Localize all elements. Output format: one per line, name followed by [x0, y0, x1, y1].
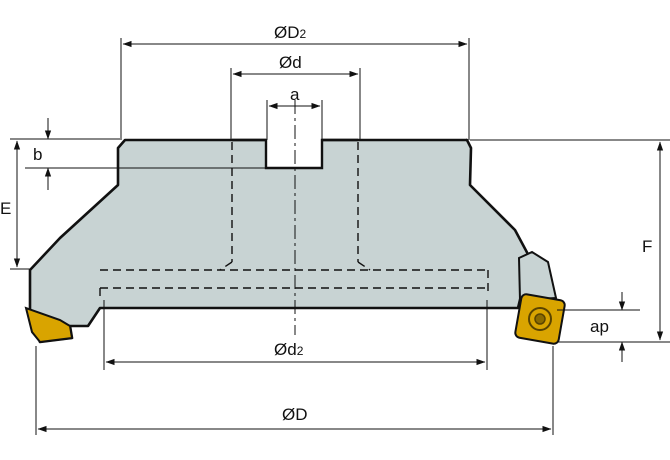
extension-lines	[10, 38, 670, 435]
label-a: a	[290, 85, 300, 104]
label-D: ØD	[282, 405, 308, 424]
cutter-body	[28, 138, 532, 344]
square-insert-icon	[514, 293, 566, 345]
label-d2: Ød2	[274, 340, 304, 359]
keyway-slot	[266, 138, 322, 168]
label-E: E	[0, 199, 11, 218]
dimension-lines	[13, 40, 664, 433]
hidden-lines	[99, 142, 489, 296]
label-d: Ød	[279, 53, 302, 72]
right-insert-pocket	[517, 250, 558, 302]
label-ap: ap	[590, 317, 609, 336]
label-F: F	[642, 237, 652, 256]
left-insert	[24, 306, 74, 344]
label-D2: ØD2	[274, 23, 307, 42]
label-b: b	[33, 145, 42, 164]
